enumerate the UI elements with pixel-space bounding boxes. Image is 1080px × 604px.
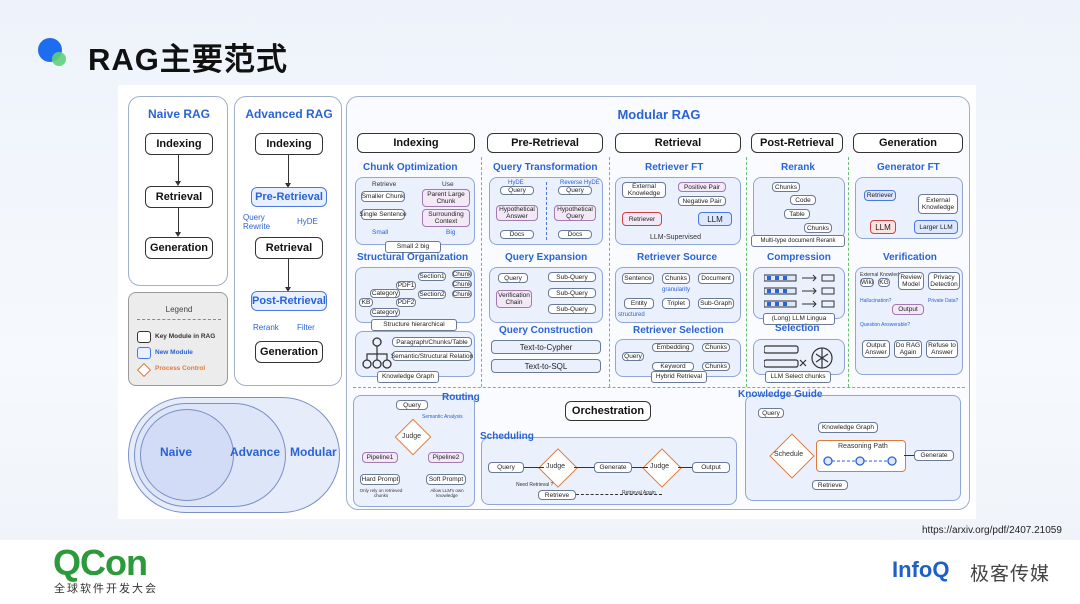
title-bullet-icon <box>38 38 66 66</box>
graph-icon <box>362 336 392 370</box>
legend-title: Legend <box>165 305 193 314</box>
source-url[interactable]: https://arxiv.org/pdf/2407.21059 <box>922 525 1062 536</box>
filter-label: Filter <box>297 323 315 332</box>
compression-bars-icon <box>763 274 838 310</box>
modular-rag-panel: Modular RAG Indexing Pre-Retrieval Retri… <box>346 96 970 510</box>
retriever-selection-panel: Query Embedding Keyword Chunks Chunks <box>615 339 741 377</box>
modular-rag-title: Modular RAG <box>617 107 701 122</box>
legend-new-swatch <box>137 347 151 359</box>
rerank-panel: Chunks Code Table Chunks <box>753 177 845 239</box>
text-to-cypher: Text-to-Cypher <box>491 340 601 354</box>
structure-hierarchical-caption: Structure hierarchical <box>371 319 457 331</box>
text-to-sql: Text-to-SQL <box>491 359 601 373</box>
retriever-ft-title: Retriever FT <box>645 162 704 173</box>
col-post-retrieval: Post-Retrieval <box>751 133 843 153</box>
selection-title: Selection <box>775 323 820 334</box>
advanced-post-retrieval-node: Post-Retrieval <box>251 291 327 311</box>
scheduling-panel: Scheduling Query Judge Generate Judge Ou… <box>480 431 737 505</box>
col-pre-retrieval: Pre-Retrieval <box>487 133 603 153</box>
advanced-rag-title: Advanced RAG <box>245 107 333 121</box>
selection-panel <box>753 339 845 375</box>
naive-indexing-node: Indexing <box>145 133 213 155</box>
query-rewrite-label: Query Rewrite <box>243 213 271 231</box>
verification-panel: External Knowledge Wiki KG Review Model … <box>855 267 963 375</box>
legend-key-label: Key Module in RAG <box>155 333 216 340</box>
knowledge-graph-caption: Knowledge Graph <box>377 371 439 383</box>
compression-panel <box>753 267 845 319</box>
retriever-ft-panel: External Knowledge Positive Pair Negativ… <box>615 177 741 245</box>
structural-org-panel: Section1 PDF1 Category Section2 KB PDF2 … <box>355 267 475 323</box>
routing-title: Routing <box>442 392 480 403</box>
footer <box>0 540 1080 604</box>
small2big-caption: Small 2 big <box>385 241 441 253</box>
query-construction-title: Query Construction <box>499 325 593 336</box>
knowledge-guide-panel: Knowledge Guide Query Knowledge Graph Sc… <box>738 389 961 501</box>
infoq-logo: InfoQ <box>892 557 950 582</box>
compression-title: Compression <box>767 252 831 263</box>
chunk-optimization-title: Chunk Optimization <box>363 162 458 173</box>
advanced-generation-node: Generation <box>255 341 323 363</box>
query-expansion-panel: Query Verification Chain Sub-Query Sub-Q… <box>489 267 603 323</box>
scheduling-title: Scheduling <box>480 431 534 442</box>
col-generation: Generation <box>853 133 963 153</box>
infoq-cn-logo: 极客传媒 <box>970 564 1051 585</box>
generator-ft-title: Generator FT <box>877 162 940 173</box>
advanced-rag-panel: Advanced RAG Indexing Pre-Retrieval Quer… <box>234 96 342 386</box>
slide-title: RAG主要范式 <box>88 42 288 77</box>
naive-generation-node: Generation <box>145 237 213 259</box>
verification-title: Verification <box>883 252 937 263</box>
advanced-indexing-node: Indexing <box>255 133 323 155</box>
legend-panel: Legend Key Module in RAG New Module Proc… <box>128 292 228 386</box>
llm-lingua-caption: (Long) LLM Lingua <box>763 313 835 325</box>
query-transformation-panel: HyDE Reverse HyDE Query Query Hypothetic… <box>489 177 603 245</box>
multi-type-rerank-caption: Multi-type document Rerank <box>751 235 845 247</box>
naive-retrieval-node: Retrieval <box>145 186 213 208</box>
hybrid-retrieval-caption: Hybrid Retrieval <box>651 371 707 383</box>
venn-diagram: Naive Advance Modular <box>126 395 340 513</box>
knowledge-guide-title: Knowledge Guide <box>738 389 823 400</box>
qcon-logo: QCon <box>53 542 148 583</box>
venn-advance: Advance <box>230 445 281 459</box>
retriever-source-title: Retriever Source <box>637 252 718 263</box>
qcon-subtitle: 全球软件开发大会 <box>54 583 158 595</box>
advanced-retrieval-node: Retrieval <box>255 237 323 259</box>
rerank-label: Rerank <box>253 323 279 332</box>
venn-modular: Modular <box>290 445 337 459</box>
llm-select-chunks-caption: LLM Select chunks <box>765 371 831 383</box>
rerank-title: Rerank <box>781 162 815 173</box>
legend-new-label: New Module <box>155 349 193 356</box>
retriever-selection-title: Retriever Selection <box>633 325 724 336</box>
reasoning-path-dots-icon <box>822 454 898 466</box>
reasoning-path-box <box>816 440 906 472</box>
hyde-label: HyDE <box>297 217 318 226</box>
chunk-optimization-panel: Retrieve Use Smaller Chunk Parent Large … <box>355 177 475 245</box>
retriever-source-panel: Sentence Chunks Document granularity Ent… <box>615 267 741 323</box>
legend-process-swatch <box>136 362 152 378</box>
naive-rag-title: Naive RAG <box>147 107 211 121</box>
venn-naive: Naive <box>160 445 193 459</box>
col-retrieval: Retrieval <box>615 133 741 153</box>
knowledge-graph-panel: Paragraph/Chunks/Table Semantic/Structur… <box>355 331 475 377</box>
structural-org-title: Structural Organization <box>357 252 469 263</box>
col-indexing: Indexing <box>357 133 475 153</box>
select-chunks-icon <box>763 344 836 372</box>
query-transformation-title: Query Transformation <box>493 162 598 173</box>
routing-panel: Routing Query Semantic Analysis Judge Pi… <box>353 392 480 507</box>
legend-process-label: Process Control <box>155 365 206 372</box>
rag-paradigm-figure: Naive RAG Indexing Retrieval Generation … <box>118 85 976 519</box>
legend-key-swatch <box>137 331 151 343</box>
advanced-pre-retrieval-node: Pre-Retrieval <box>251 187 327 207</box>
generator-ft-panel: Retriever External Knowledge LLM Larger … <box>855 177 963 239</box>
naive-rag-panel: Naive RAG Indexing Retrieval Generation <box>128 96 228 286</box>
query-expansion-title: Query Expansion <box>505 252 588 263</box>
orchestration-node: Orchestration <box>565 401 651 421</box>
